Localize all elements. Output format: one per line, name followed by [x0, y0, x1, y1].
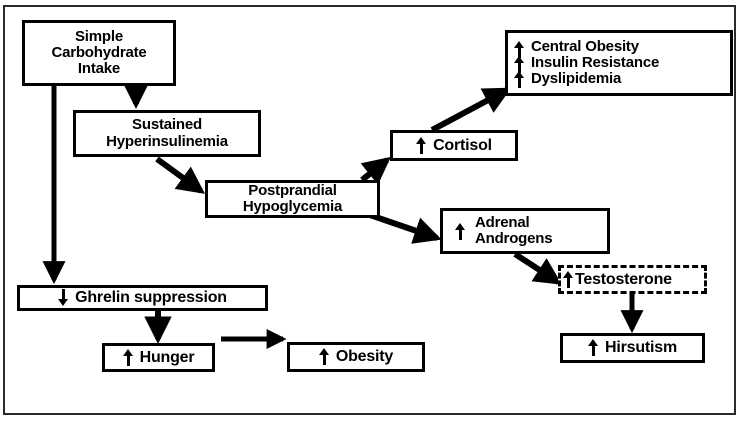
- node-hirsutism[interactable]: Hirsutism: [560, 333, 705, 363]
- node-label: Hirsutism: [605, 339, 677, 357]
- node-ghrelin-suppression[interactable]: Ghrelin suppression: [17, 285, 268, 311]
- node-label: Cortisol: [433, 136, 492, 154]
- up-arrow-icon: [563, 270, 574, 288]
- node-label: Sustained Hyperinsulinemia: [106, 116, 228, 150]
- node-hunger[interactable]: Hunger: [102, 343, 215, 372]
- up-arrow-icon: [455, 222, 466, 240]
- node-label: Central Obesity Insulin Resistance Dysli…: [531, 37, 660, 88]
- node-simple-carbohydrate-intake[interactable]: Simple Carbohydrate Intake: [22, 20, 176, 86]
- up-arrow-icon: [588, 339, 599, 357]
- node-label: Hunger: [139, 348, 195, 366]
- node-label: Adrenal Androgens: [475, 213, 553, 247]
- up-arrow-icon: [318, 348, 330, 366]
- node-adrenal-androgens[interactable]: Adrenal Androgens: [440, 208, 610, 254]
- node-label: Obesity: [335, 348, 394, 366]
- node-obesity[interactable]: Obesity: [287, 342, 425, 372]
- node-label: Ghrelin suppression: [75, 289, 227, 307]
- node-label: Testosterone: [575, 270, 672, 288]
- node-testosterone[interactable]: Testosterone: [558, 265, 707, 294]
- up-arrow-icon: [122, 348, 134, 366]
- node-cortisol[interactable]: Cortisol: [390, 130, 518, 161]
- node-metabolic-syndrome[interactable]: Central Obesity Insulin Resistance Dysli…: [505, 30, 733, 96]
- node-label: Postprandial Hypoglycemia: [242, 181, 343, 215]
- node-postprandial-hypoglycemia[interactable]: Postprandial Hypoglycemia: [205, 180, 380, 218]
- up-arrow-icon: [416, 136, 427, 154]
- node-sustained-hyperinsulinemia[interactable]: Sustained Hyperinsulinemia: [73, 110, 261, 157]
- up-arrow-icon-stack: [514, 40, 525, 88]
- down-arrow-icon: [58, 289, 69, 307]
- node-label: Simple Carbohydrate Intake: [51, 27, 147, 78]
